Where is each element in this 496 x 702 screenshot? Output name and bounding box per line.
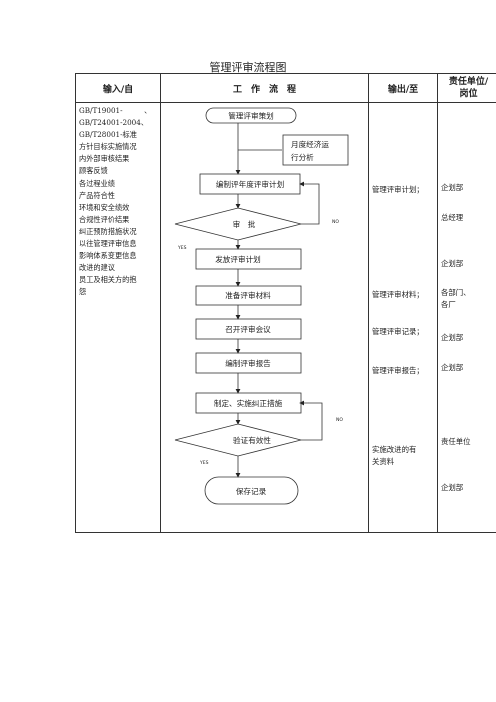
output-report: 管理评审报告；	[372, 366, 424, 375]
yes-tag-1: YES	[177, 245, 187, 251]
output-records: 管理评审记录；	[372, 327, 424, 336]
input-item: GB/T24001-2004、	[79, 118, 149, 128]
save-terminal	[204, 476, 299, 505]
input-item: 合规性评价结果	[79, 214, 130, 224]
dept-1: 企划部	[441, 183, 464, 192]
input-item: 员工及相关方的抱	[79, 275, 137, 285]
output-materials: 管理评审材料；	[372, 290, 424, 299]
dept-5: 企划部	[441, 333, 464, 342]
input-item: 以往管理评审信息	[79, 239, 137, 249]
input-item: 环境和安全绩效	[79, 202, 130, 212]
input-item: 内外部审核结果	[79, 154, 130, 164]
input-item: 各过程业绩	[79, 178, 115, 188]
header-dept: 责任单位/岗位	[437, 73, 496, 103]
page-title: 管理评审流程图	[209, 61, 287, 74]
dept-6: 企划部	[441, 363, 464, 372]
output-improve-2: 关资料	[372, 457, 395, 466]
dept-4b: 各厂	[441, 300, 456, 309]
monthly-report-box	[282, 134, 349, 166]
input-item: GB/T28001-标准	[79, 130, 137, 140]
dept-2: 总经理	[441, 213, 464, 222]
verify-diamond	[174, 423, 302, 457]
input-item: 产品符合性	[79, 190, 115, 200]
connector-no-loop-1	[299, 181, 320, 225]
input-item: 改进的建议	[79, 263, 115, 273]
dept-3: 企划部	[441, 259, 464, 268]
input-list: GB/T19001- 、 GB/T24001-2004、 GB/T28001-标…	[76, 103, 160, 299]
approve-diamond	[174, 207, 302, 241]
input-item: GB/T19001- 、	[79, 106, 152, 115]
input-cell: GB/T19001- 、 GB/T24001-2004、 GB/T28001-标…	[75, 102, 161, 533]
yes-tag-2: YES	[199, 460, 209, 466]
save-label: 保存记录	[236, 486, 267, 496]
header-row: 输入/自 工 作 流 程 输出/至 责任单位/岗位	[75, 73, 496, 103]
output-cell	[368, 102, 438, 533]
dept-cell	[437, 102, 496, 533]
start-terminal	[205, 107, 297, 124]
corrective-label: 制定、实施纠正措施	[214, 398, 283, 408]
monthly-report-label-1: 月度经济运	[291, 139, 329, 149]
dept-7: 责任单位	[441, 437, 471, 446]
prepare-box	[195, 285, 302, 306]
input-item: 影响体系变更信息	[79, 251, 137, 261]
compile-report-label: 编制评审报告	[225, 358, 271, 368]
header-input: 输入/自	[75, 73, 161, 103]
meeting-box	[195, 318, 302, 340]
output-improve-1: 实施改进的有	[372, 445, 417, 454]
approve-label: 审 批	[233, 219, 256, 229]
corrective-box	[195, 392, 302, 414]
output-plan: 管理评审计划；	[372, 185, 424, 194]
plan-label: 管理评审策划	[228, 111, 274, 121]
compile-report-box	[195, 352, 302, 374]
header-flow: 工 作 流 程	[160, 73, 369, 103]
prepare-label: 准备评审材料	[225, 290, 271, 300]
dept-4a: 各部门、	[441, 288, 471, 297]
issue-plan-label: 发放评审计划	[215, 254, 261, 264]
input-item: 怨	[79, 287, 87, 297]
compile-plan-label: 编制评年度评审计划	[216, 179, 284, 189]
input-item: 顾客反馈	[79, 166, 108, 176]
dept-8: 企划部	[441, 483, 464, 492]
monthly-report-label-2: 行分析	[291, 152, 314, 162]
no-tag-1: NO	[332, 219, 339, 225]
header-output: 输出/至	[368, 73, 438, 103]
compile-plan-box	[199, 173, 301, 195]
input-item: 方针目标实施情况	[79, 142, 137, 152]
verify-label: 验证有效性	[233, 435, 271, 445]
issue-plan-box	[195, 248, 302, 270]
meeting-label: 召开评审会议	[225, 324, 271, 334]
no-tag-2: NO	[336, 417, 343, 423]
connector-no-loop-2	[299, 400, 323, 441]
input-item: 纠正预防措施状况	[79, 226, 137, 236]
